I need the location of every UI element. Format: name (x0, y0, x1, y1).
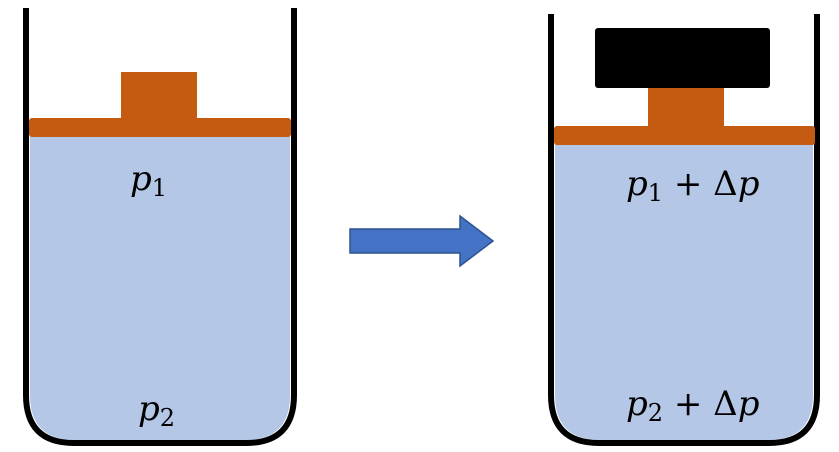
label-p1-before: p1 (130, 159, 167, 202)
liquid-before (30, 135, 290, 440)
container-wall-after (548, 14, 820, 446)
label-p1-plus-dp-after: p1 + Δp (626, 164, 759, 207)
container-before: p1 p2 (23, 8, 297, 446)
piston-plate-after (554, 126, 815, 145)
label-p2-plus-dp-after: p2 + Δp (626, 384, 759, 427)
piston-stem-after (648, 88, 724, 128)
weight-block (595, 28, 770, 88)
piston-stem-before (121, 72, 197, 120)
arrow-right-icon (349, 214, 495, 268)
container-after: p1 + Δp p2 + Δp (548, 14, 820, 446)
label-p2-before: p2 (138, 389, 175, 432)
liquid-after (555, 143, 813, 440)
piston-plate-before (29, 118, 291, 137)
container-wall-before (23, 8, 297, 446)
